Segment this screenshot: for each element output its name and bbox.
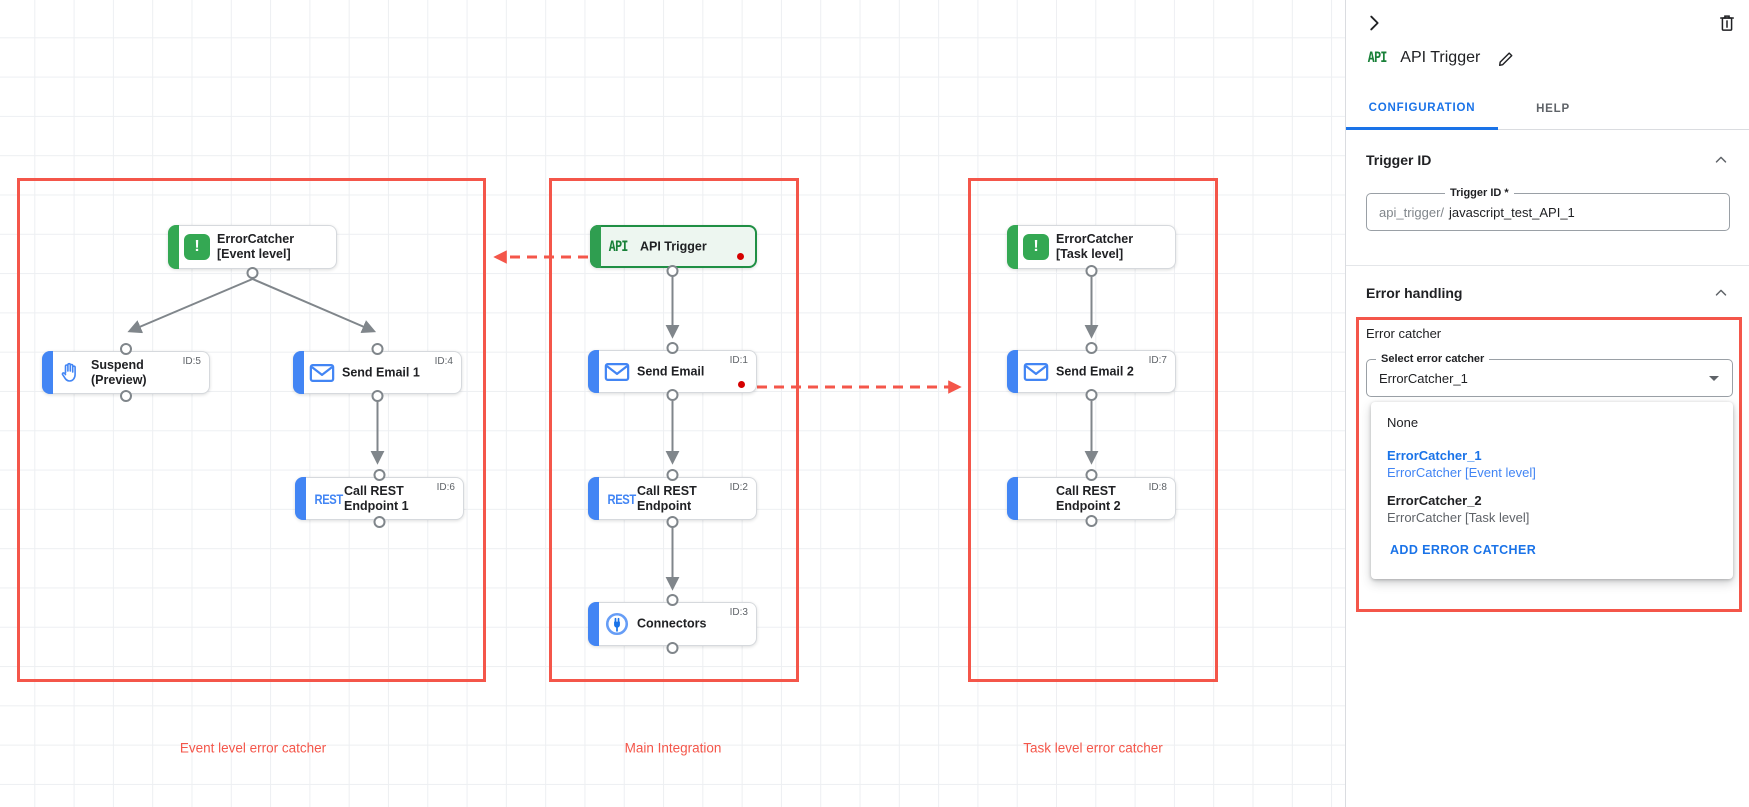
panel-tabs: CONFIGURATION HELP (1346, 88, 1749, 130)
trigger-id-prefix: api_trigger/ (1379, 204, 1445, 220)
main-integration-group-box (549, 178, 799, 682)
error-catcher-menu: None ErrorCatcher_1 ErrorCatcher [Event … (1371, 402, 1733, 579)
collapse-trigger-id-button[interactable] (1707, 146, 1735, 174)
pencil-icon (1498, 51, 1513, 66)
node-label: Call REST Endpoint 2 (1056, 483, 1121, 513)
chevron-right-icon (1370, 15, 1379, 31)
trigger-id-field-label: Trigger ID * (1445, 187, 1514, 199)
event-level-group-label: Event level error catcher (179, 740, 327, 756)
config-panel: API API Trigger CONFIGURATION HELP Trigg… (1345, 0, 1749, 807)
node-suspend[interactable]: ID:5 Suspend (Preview) (42, 351, 210, 394)
menu-option-errorcatcher-2[interactable]: ErrorCatcher_2 ErrorCatcher [Task level] (1387, 493, 1530, 525)
chevron-up-icon (1715, 289, 1727, 296)
section-divider (1346, 265, 1749, 266)
envelope-icon (1023, 361, 1049, 382)
node-send-email-2[interactable]: ID:7 Send Email 2 (1007, 350, 1176, 393)
error-status-dot (738, 381, 745, 388)
node-id-badge: ID:5 (182, 356, 201, 367)
select-error-catcher-label: Select error catcher (1376, 353, 1490, 365)
node-label: Suspend (Preview) (91, 357, 147, 387)
task-level-group-label: Task level error catcher (1023, 740, 1163, 756)
node-id-badge: ID:4 (434, 356, 453, 367)
node-id-badge: ID:1 (729, 355, 748, 366)
node-label: Send Email (637, 364, 705, 378)
node-send-email[interactable]: ID:1 Send Email (588, 350, 757, 393)
envelope-icon (309, 362, 335, 383)
node-id-badge: ID:8 (1148, 482, 1167, 493)
select-error-catcher-value: ErrorCatcher_1 (1379, 370, 1468, 386)
node-error-catcher-task[interactable]: ! ErrorCatcher [Task level] (1007, 225, 1176, 269)
collapse-error-handling-button[interactable] (1707, 279, 1735, 307)
rest-icon: REST (314, 490, 344, 507)
panel-title: API Trigger (1400, 49, 1481, 66)
menu-option-none[interactable]: None (1387, 415, 1419, 430)
collapse-panel-button[interactable] (1360, 9, 1388, 37)
node-id-badge: ID:2 (729, 482, 748, 493)
main-integration-group-label: Main Integration (624, 740, 722, 756)
api-icon: API (608, 238, 629, 255)
connector-plug-icon (604, 611, 630, 637)
add-error-catcher-button[interactable]: ADD ERROR CATCHER (1390, 543, 1537, 557)
select-error-catcher-dropdown[interactable]: Select error catcher ErrorCatcher_1 (1366, 353, 1733, 397)
trigger-id-section-title: Trigger ID (1366, 152, 1432, 168)
error-catcher-label: Error catcher (1366, 326, 1442, 341)
node-api-trigger[interactable]: API API Trigger (590, 225, 757, 268)
chevron-up-icon (1715, 156, 1727, 163)
menu-option-errorcatcher-1[interactable]: ErrorCatcher_1 ErrorCatcher [Event level… (1387, 448, 1536, 480)
trigger-id-value[interactable]: javascript_test_API_1 (1449, 204, 1575, 220)
node-call-rest-endpoint[interactable]: ID:2 REST Call REST Endpoint (588, 477, 757, 520)
node-connectors[interactable]: ID:3 Connectors (588, 602, 757, 646)
node-label: Send Email 1 (342, 365, 420, 379)
node-label: Send Email 2 (1056, 364, 1134, 378)
dropdown-caret-icon (1709, 376, 1719, 381)
edit-title-button[interactable] (1492, 44, 1520, 72)
error-catcher-icon: ! (184, 234, 210, 260)
node-id-badge: ID:7 (1148, 355, 1167, 366)
node-id-badge: ID:6 (436, 482, 455, 493)
node-label: Call REST Endpoint 1 (344, 483, 409, 513)
node-send-email-1[interactable]: ID:4 Send Email 1 (293, 351, 462, 394)
error-status-dot (737, 253, 744, 260)
tab-configuration[interactable]: CONFIGURATION (1346, 88, 1498, 130)
tab-help[interactable]: HELP (1536, 103, 1570, 115)
node-call-rest-endpoint-1[interactable]: ID:6 REST Call REST Endpoint 1 (295, 477, 464, 520)
api-trigger-badge-icon: API (1367, 50, 1388, 66)
node-label: Connectors (637, 616, 707, 631)
trash-icon (1720, 15, 1734, 31)
node-error-catcher-event[interactable]: ! ErrorCatcher [Event level] (168, 225, 337, 269)
error-catcher-icon: ! (1023, 234, 1049, 260)
event-level-group-box (17, 178, 486, 682)
error-handling-section-title: Error handling (1366, 285, 1463, 301)
delete-trigger-button[interactable] (1713, 9, 1741, 37)
node-label: ErrorCatcher [Task level] (1056, 232, 1134, 261)
envelope-icon (604, 361, 630, 382)
node-label: ErrorCatcher [Event level] (217, 232, 295, 261)
trigger-id-field[interactable]: Trigger ID * api_trigger/ javascript_tes… (1366, 187, 1730, 231)
node-label: API Trigger (640, 239, 707, 253)
workflow-canvas[interactable]: ! ErrorCatcher [Event level] ID:5 Suspen… (0, 0, 1345, 807)
node-label: Call REST Endpoint (637, 483, 697, 513)
task-level-group-box (968, 178, 1218, 682)
node-call-rest-endpoint-2[interactable]: ID:8 Call REST Endpoint 2 (1007, 477, 1176, 520)
rest-icon: REST (607, 490, 637, 507)
hand-icon (58, 361, 82, 385)
error-catcher-highlight-box (1356, 317, 1742, 612)
node-id-badge: ID:3 (729, 607, 748, 618)
